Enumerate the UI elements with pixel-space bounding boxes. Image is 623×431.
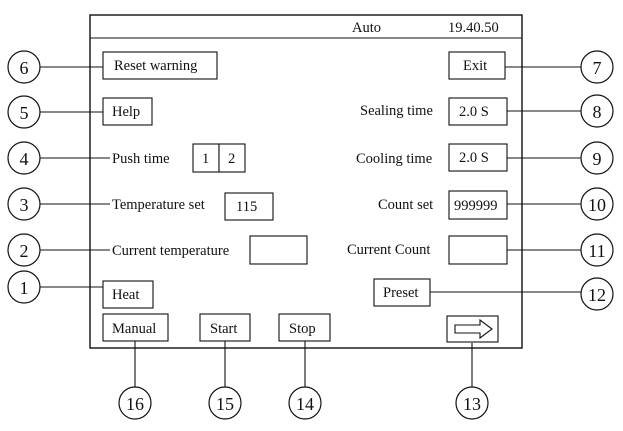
callout-9: 9: [580, 141, 614, 175]
cooling-time-label: Cooling time: [356, 151, 432, 167]
clock-display: 19.40.50: [448, 20, 499, 36]
callout-number: 2: [20, 241, 29, 261]
cooling-time-field[interactable]: 2.0 S: [448, 143, 508, 172]
callout-number: 4: [20, 149, 29, 169]
callout-11: 11: [580, 233, 614, 267]
sealing-time-field[interactable]: 2.0 S: [448, 97, 508, 126]
temperature-set-value: 115: [236, 199, 257, 215]
count-set-label: Count set: [378, 197, 433, 213]
push-time-value-1: 1: [202, 151, 209, 167]
current-count-label: Current Count: [347, 242, 430, 258]
callout-number: 9: [593, 149, 602, 169]
exit-label: Exit: [463, 58, 487, 74]
callout-14: 14: [288, 386, 322, 420]
preset-label: Preset: [383, 285, 418, 301]
current-count-field: [448, 235, 508, 265]
callout-number: 1: [20, 278, 29, 298]
exit-button[interactable]: Exit: [448, 51, 506, 80]
callout-4: 4: [7, 141, 41, 175]
start-label: Start: [210, 321, 237, 337]
callout-7: 7: [580, 50, 614, 84]
manual-label: Manual: [112, 321, 156, 337]
callout-number: 11: [588, 241, 605, 261]
push-time-label: Push time: [112, 151, 170, 167]
temperature-set-label: Temperature set: [112, 197, 205, 213]
callout-8: 8: [580, 94, 614, 128]
sealing-time-label: Sealing time: [360, 103, 433, 119]
help-label: Help: [112, 104, 140, 120]
count-set-field[interactable]: 999999: [448, 190, 508, 220]
callout-number: 14: [296, 394, 314, 414]
stop-label: Stop: [289, 321, 316, 337]
callout-12: 12: [580, 277, 614, 311]
help-button[interactable]: Help: [102, 97, 153, 126]
callout-number: 13: [463, 394, 481, 414]
push-time-value-2: 2: [228, 151, 235, 167]
leader-lines: [38, 66, 583, 389]
reset-warning-label: Reset warning: [114, 58, 197, 74]
callout-number: 10: [588, 195, 606, 215]
next-arrow-button[interactable]: [446, 315, 499, 343]
callout-number: 5: [20, 103, 29, 123]
heat-label: Heat: [112, 287, 139, 303]
push-time-field-1[interactable]: 1: [192, 143, 220, 173]
current-temperature-label: Current temperature: [112, 243, 229, 259]
temperature-set-field[interactable]: 115: [224, 192, 274, 221]
push-time-field-2[interactable]: 2: [218, 143, 246, 173]
callout-number: 15: [216, 394, 234, 414]
callout-2: 2: [7, 233, 41, 267]
callout-number: 7: [593, 58, 602, 78]
callout-number: 16: [126, 394, 144, 414]
callout-1: 1: [7, 270, 41, 304]
callout-16: 16: [118, 386, 152, 420]
cooling-time-value: 2.0 S: [459, 150, 489, 166]
heat-button[interactable]: Heat: [102, 280, 154, 309]
callout-number: 8: [593, 102, 602, 122]
callout-number: 6: [20, 58, 29, 78]
callout-15: 15: [208, 386, 242, 420]
manual-button[interactable]: Manual: [102, 313, 169, 342]
count-set-value: 999999: [454, 198, 498, 214]
callout-number: 12: [588, 285, 606, 305]
callout-3: 3: [7, 187, 41, 221]
stop-button[interactable]: Stop: [278, 313, 331, 342]
preset-button[interactable]: Preset: [373, 278, 431, 307]
callout-5: 5: [7, 95, 41, 129]
callout-6: 6: [7, 50, 41, 84]
mode-indicator: Auto: [352, 20, 381, 36]
callout-13: 13: [455, 386, 489, 420]
current-temperature-field: [249, 235, 308, 265]
sealing-time-value: 2.0 S: [459, 104, 489, 120]
callout-10: 10: [580, 187, 614, 221]
callout-number: 3: [20, 195, 29, 215]
right-arrow-icon: [454, 318, 493, 340]
reset-warning-button[interactable]: Reset warning: [102, 51, 218, 80]
start-button[interactable]: Start: [199, 313, 251, 342]
